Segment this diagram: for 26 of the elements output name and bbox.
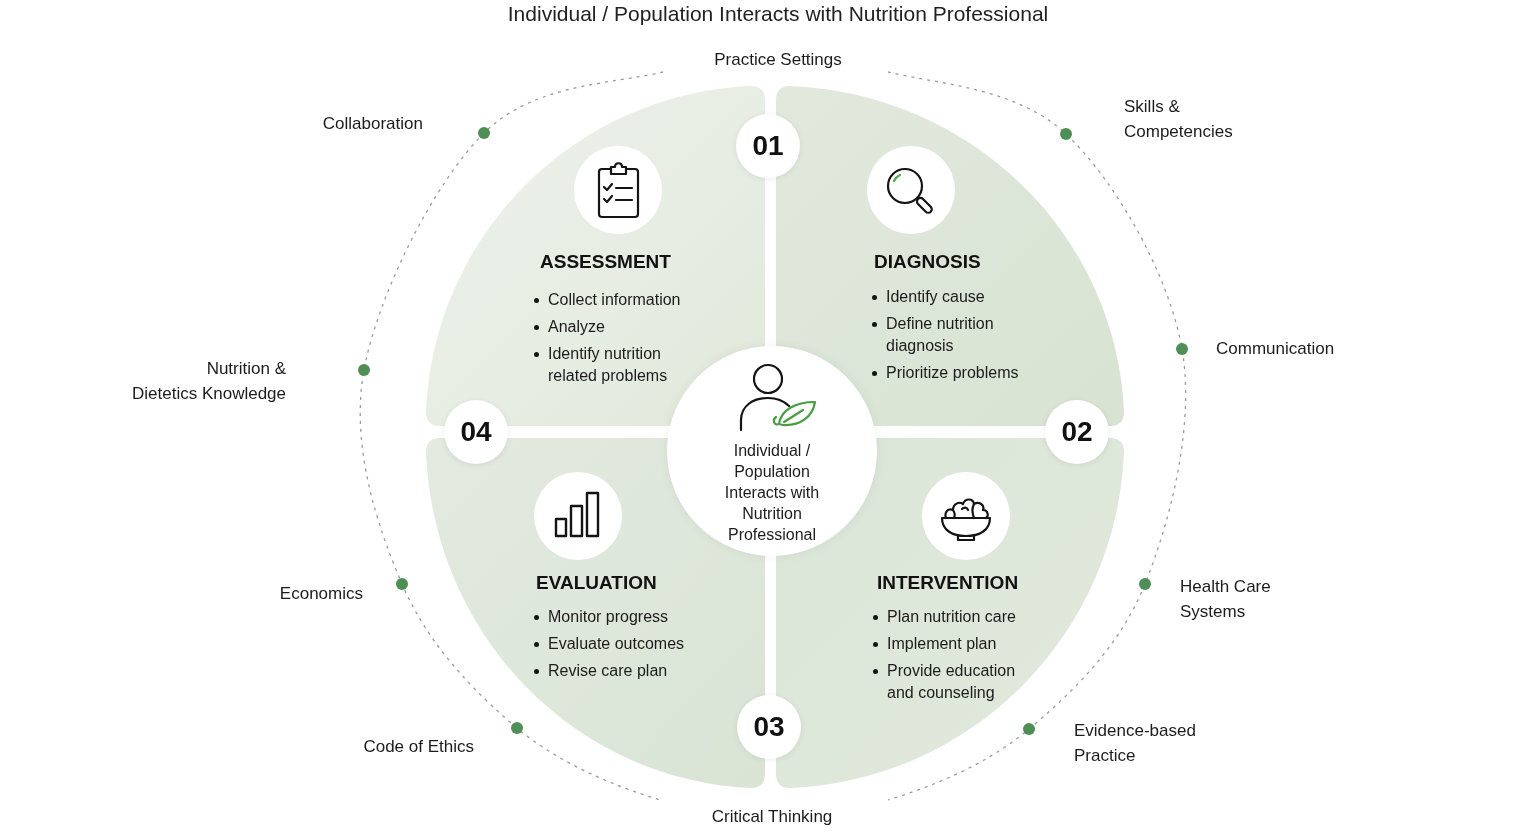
bullet-item: Identify cause [871, 286, 1037, 308]
center-text: Individual / Population Interacts with Nutrition Professional [723, 441, 821, 545]
diagram-title: Individual / Population Interacts with Nutrition Professional [507, 1, 1049, 27]
section-heading: DIAGNOSIS [874, 250, 981, 274]
ring-label: Health Care Systems [1180, 576, 1271, 623]
ring-label: Skills & Competencies [1124, 96, 1233, 143]
bullet-item: Monitor progress [533, 606, 699, 628]
bullet-item: Provide education and counseling [872, 660, 1038, 704]
section-heading: EVALUATION [536, 571, 657, 595]
ring-label: Practice Settings [714, 49, 842, 71]
ring-label: Critical Thinking [711, 806, 833, 828]
ring-label: Code of Ethics [363, 736, 474, 758]
bullet-item: Define nutrition diagnosis [871, 313, 1037, 357]
bullet-item: Implement plan [872, 633, 1038, 655]
bullet-item: Analyze [533, 316, 699, 338]
bullet-item: Evaluate outcomes [533, 633, 699, 655]
section-heading: ASSESSMENT [540, 250, 671, 274]
section-heading: INTERVENTION [877, 571, 1019, 595]
ring-label: Evidence-based Practice [1074, 720, 1196, 767]
bullet-item: Collect information [533, 289, 699, 311]
bullet-item: Plan nutrition care [872, 606, 1038, 628]
ring-label: Economics [279, 583, 363, 605]
ring-label: Nutrition & Dietetics Knowledge [131, 358, 286, 405]
bullet-item: Revise care plan [533, 660, 699, 682]
ring-label: Communication [1216, 338, 1335, 360]
ring-label: Collaboration [322, 113, 423, 135]
